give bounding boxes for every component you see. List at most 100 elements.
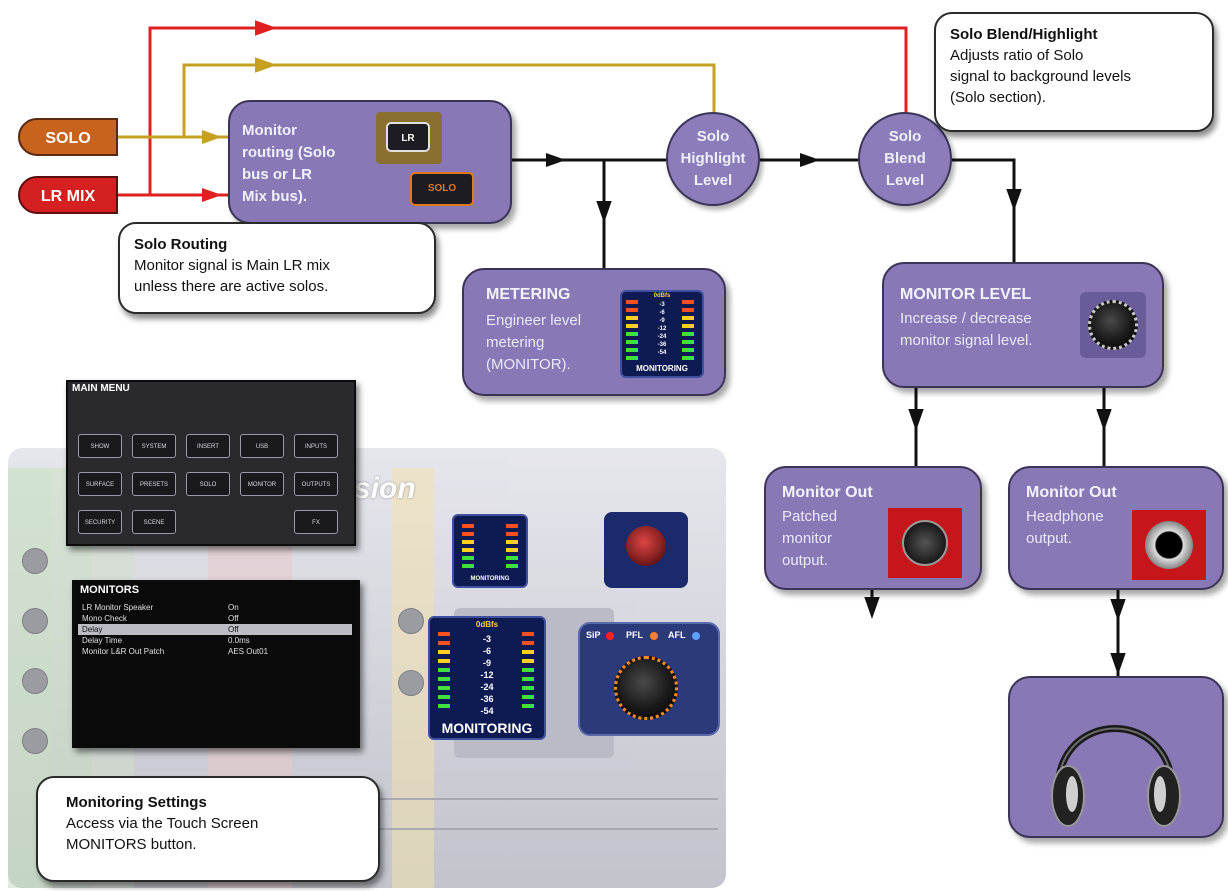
note-line: (Solo section). bbox=[950, 89, 1046, 106]
meter-segment bbox=[438, 650, 450, 654]
meter-icon-label: MONITORING bbox=[636, 364, 688, 373]
main-menu-button[interactable]: SURFACE bbox=[78, 472, 122, 496]
meter-segment bbox=[506, 532, 518, 536]
note-title: Solo Blend/Highlight bbox=[950, 26, 1098, 43]
main-menu-button[interactable]: SECURITY bbox=[78, 510, 122, 534]
metering-meter-icon: 0dBfs MONITORING -3-6-9-12-24-36-54 bbox=[620, 290, 704, 378]
wire-arrow bbox=[800, 153, 820, 167]
lr-button[interactable]: LR bbox=[386, 122, 430, 152]
monitor-out-text: Headphone output. bbox=[1026, 506, 1104, 550]
console-knob-icon bbox=[22, 548, 48, 574]
pfl-label: PFL bbox=[626, 630, 643, 640]
meter-segment bbox=[626, 332, 638, 336]
meter-segment bbox=[522, 659, 534, 663]
main-menu-button[interactable]: SYSTEM bbox=[132, 434, 176, 458]
solo-blend-highlight-note: Solo Blend/Highlight Adjusts ratio of So… bbox=[934, 12, 1214, 132]
front-meter-scale-label: -6 bbox=[482, 646, 491, 656]
wire-arrow bbox=[864, 597, 880, 619]
console-small-knob-panel bbox=[604, 512, 688, 588]
solo-button[interactable]: SOLO bbox=[410, 172, 474, 206]
monitor-routing-text: Monitor routing (Solo bus or LR Mix bus)… bbox=[242, 120, 335, 208]
small-knob-icon bbox=[626, 526, 666, 566]
meter-segment bbox=[522, 704, 534, 708]
wire-arrow bbox=[1096, 409, 1112, 431]
front-meter-scale-label: -3 bbox=[482, 634, 491, 644]
front-meter-scale-label: -54 bbox=[480, 706, 494, 716]
monitor-out-title: Monitor Out bbox=[1026, 484, 1117, 501]
meter-segment bbox=[682, 340, 694, 344]
solo-routing-note: Solo Routing Monitor signal is Main LR m… bbox=[118, 222, 436, 314]
front-meter-scale-label: -24 bbox=[480, 682, 494, 692]
main-menu-button[interactable]: USB bbox=[240, 434, 284, 458]
main-menu-button[interactable]: SCENE SETUP bbox=[132, 510, 176, 534]
meter-segment bbox=[462, 556, 474, 560]
main-menu-button[interactable]: INPUTS bbox=[294, 434, 338, 458]
wire-arrow bbox=[1110, 653, 1126, 675]
meter-scale-label: -3 bbox=[659, 302, 665, 308]
meter-scale-label: -6 bbox=[659, 310, 665, 316]
console-small-meter: MONITORING bbox=[452, 514, 528, 588]
console-brand: sion bbox=[354, 472, 416, 505]
meter-segment bbox=[462, 524, 474, 528]
xlr-body bbox=[902, 520, 948, 566]
meter-segment bbox=[438, 677, 450, 681]
meter-segment bbox=[522, 632, 534, 636]
note-line: signal to background levels bbox=[950, 68, 1131, 85]
monitor-level-title: MONITOR LEVEL bbox=[900, 286, 1032, 303]
meter-scale-label: -54 bbox=[657, 350, 667, 356]
meter-segment bbox=[506, 556, 518, 560]
main-menu-button[interactable]: MONITOR bbox=[240, 472, 284, 496]
meter-segment bbox=[506, 548, 518, 552]
main-menu-button[interactable]: PRESETS bbox=[132, 472, 176, 496]
meter-segment bbox=[462, 564, 474, 568]
wire-arrow bbox=[202, 188, 222, 202]
monitor-out-headphone-box: Monitor Out Headphone output. bbox=[1008, 466, 1224, 590]
text-line: Mix bus). bbox=[242, 188, 308, 205]
meter-segment bbox=[522, 668, 534, 672]
monitoring-settings-note: Monitoring Settings Access via the Touch… bbox=[36, 776, 380, 882]
main-menu-button[interactable]: SHOW bbox=[78, 434, 122, 458]
main-menu-button[interactable]: OUTPUTS bbox=[294, 472, 338, 496]
meter-segment bbox=[506, 524, 518, 528]
headphones-icon bbox=[1051, 725, 1181, 827]
text-line: Engineer level bbox=[486, 312, 582, 329]
main-menu-button[interactable]: FX bbox=[294, 510, 338, 534]
wire-arrow bbox=[908, 409, 924, 431]
meter-segment bbox=[522, 677, 534, 681]
metering-title: METERING bbox=[486, 286, 571, 303]
console-button-row bbox=[368, 798, 718, 830]
meter-segment bbox=[522, 695, 534, 699]
console-knob-icon bbox=[22, 728, 48, 754]
note-title: Monitoring Settings bbox=[66, 794, 207, 811]
text-line: monitor bbox=[782, 530, 833, 547]
meter-segment bbox=[682, 316, 694, 320]
jack-socket bbox=[1145, 521, 1193, 569]
solo-blend-level-node: Solo Blend Level bbox=[858, 112, 952, 206]
front-meter-scale-label: -12 bbox=[480, 670, 494, 680]
note-line: Access via the Touch Screen bbox=[66, 815, 259, 832]
meter-segment bbox=[438, 668, 450, 672]
lr-mix-wire bbox=[118, 26, 908, 197]
meter-segment bbox=[462, 548, 474, 552]
meter-segment bbox=[522, 650, 534, 654]
pfl-led-icon bbox=[650, 632, 658, 640]
meter-segment bbox=[626, 308, 638, 312]
meter-segment bbox=[626, 324, 638, 328]
main-menu-button[interactable]: SOLO bbox=[186, 472, 230, 496]
wire-arrow bbox=[255, 20, 277, 36]
console-afl-panel: SiP PFL AFL bbox=[578, 622, 720, 736]
main-menu-button[interactable]: INSERT bbox=[186, 434, 230, 458]
meter-segment bbox=[438, 704, 450, 708]
text-line: output. bbox=[1026, 530, 1072, 547]
meter-segment bbox=[522, 641, 534, 645]
wire-arrow bbox=[1006, 189, 1022, 211]
text-line: Level bbox=[885, 172, 925, 189]
